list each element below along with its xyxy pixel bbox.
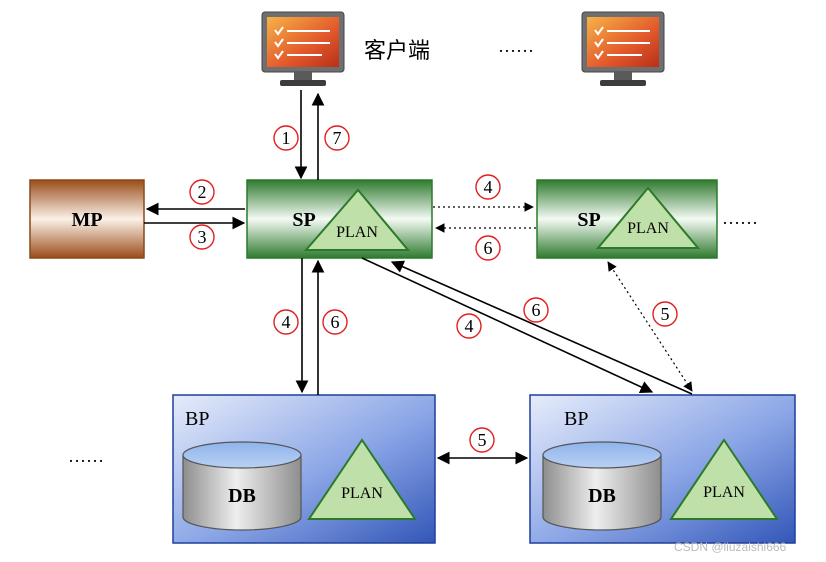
plan-triangle-sp-right: [595, 186, 701, 249]
bp-left-label: BP: [185, 408, 209, 430]
step-marker-4-sp: 4: [475, 174, 501, 200]
arrow-sp-to-bp-right: [361, 257, 654, 393]
client-label: 客户端: [364, 38, 430, 63]
svg-text:5: 5: [661, 304, 670, 324]
step-marker-2: 2: [189, 179, 215, 205]
sp-right-label: SP: [577, 209, 600, 231]
svg-text:1: 1: [282, 128, 291, 148]
svg-text:4: 4: [465, 316, 474, 336]
svg-text:3: 3: [198, 227, 207, 247]
svg-text:4: 4: [282, 312, 291, 332]
svg-text:2: 2: [198, 182, 207, 202]
ellipsis-left: ……: [68, 446, 104, 466]
step-marker-7: 7: [324, 125, 350, 151]
mp-node: MP: [29, 179, 145, 259]
svg-text:6: 6: [331, 312, 340, 332]
client-computer-icon: [261, 11, 345, 86]
step-marker-4-bp: 4: [273, 309, 299, 335]
flow-arrows: [144, 90, 693, 465]
sp-left-label: SP: [292, 209, 315, 231]
ellipsis-top: ……: [498, 36, 534, 56]
watermark: CSDN @liuzaishi666: [674, 540, 787, 554]
bp-node-right: BP DB PLAN: [529, 394, 796, 544]
database-icon-left: [182, 441, 302, 531]
svg-text:6: 6: [532, 300, 541, 320]
ellipsis-right: ……: [722, 208, 758, 228]
step-marker-5-bp: 5: [469, 427, 495, 453]
svg-text:6: 6: [484, 238, 493, 258]
plan-triangle-bp-left: [307, 438, 417, 520]
client-computer-icon-2: [581, 11, 665, 86]
plan-triangle-bp-right: [669, 438, 779, 520]
db-right-label: DB: [588, 485, 616, 507]
step-marker-3: 3: [189, 224, 215, 250]
svg-text:7: 7: [333, 128, 342, 148]
svg-text:4: 4: [484, 177, 493, 197]
plan-sp-right-label: PLAN: [627, 220, 669, 237]
plan-sp-left-label: PLAN: [336, 224, 378, 241]
svg-text:5: 5: [478, 430, 487, 450]
arrow-bp-right-to-sp: [390, 260, 693, 395]
step-marker-6-sp: 6: [475, 235, 501, 261]
sp-node-right: SP PLAN: [536, 179, 718, 259]
step-marker-6-bp: 6: [322, 309, 348, 335]
bp-right-label: BP: [564, 408, 588, 430]
mp-label: MP: [71, 209, 102, 231]
db-left-label: DB: [228, 485, 256, 507]
plan-bp-left-label: PLAN: [341, 485, 383, 502]
plan-triangle-sp-left: [303, 188, 411, 251]
database-icon-right: [542, 441, 662, 531]
arrow-sp-right-bp-right: [607, 261, 693, 392]
step-marker-1: 1: [273, 125, 299, 151]
plan-bp-right-label: PLAN: [703, 484, 745, 501]
bp-node-left: BP DB PLAN: [172, 394, 436, 544]
step-marker-4-diag: 4: [456, 313, 482, 339]
step-marker-6-diag: 6: [523, 297, 549, 323]
step-marker-5-diag: 5: [652, 301, 678, 327]
sp-node-left: SP PLAN: [246, 179, 433, 259]
